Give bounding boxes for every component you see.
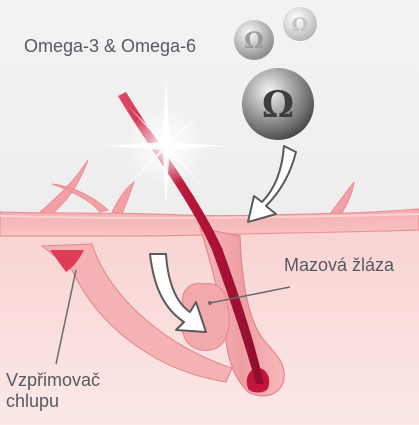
hair-shaft: [118, 92, 264, 384]
leader-line-arrector: [55, 269, 77, 365]
sebaceous-gland: [181, 282, 230, 352]
arrector-label-line2: chlupu: [6, 391, 59, 411]
arrector-label-line1: Vzpřimovač: [6, 370, 100, 390]
arrow-down-left-icon: [247, 145, 297, 223]
leader-line-sebaceous: [209, 286, 291, 304]
arrector-pili-core: [50, 250, 84, 272]
omega-symbol: Ω: [262, 84, 294, 126]
arrow-down-right-icon: [149, 253, 207, 333]
leader-dot: [208, 301, 212, 305]
omega-sphere-small-icon: Ω: [283, 7, 317, 41]
omega-symbol: Ω: [244, 28, 264, 54]
small-hairs: [38, 159, 355, 217]
epidermis-highlight: [0, 213, 419, 219]
omega-sphere-large-icon: Ω: [242, 68, 314, 140]
sparkle-icon: [104, 80, 228, 206]
omega-title: Omega-3 & Omega-6: [24, 36, 196, 56]
arrector-pili-muscle: [40, 243, 233, 383]
omega-symbol: Ω: [292, 14, 309, 36]
omega-sphere-mid-icon: Ω: [234, 20, 274, 60]
sebaceous-gland-label: Mazová žláza: [284, 255, 395, 275]
